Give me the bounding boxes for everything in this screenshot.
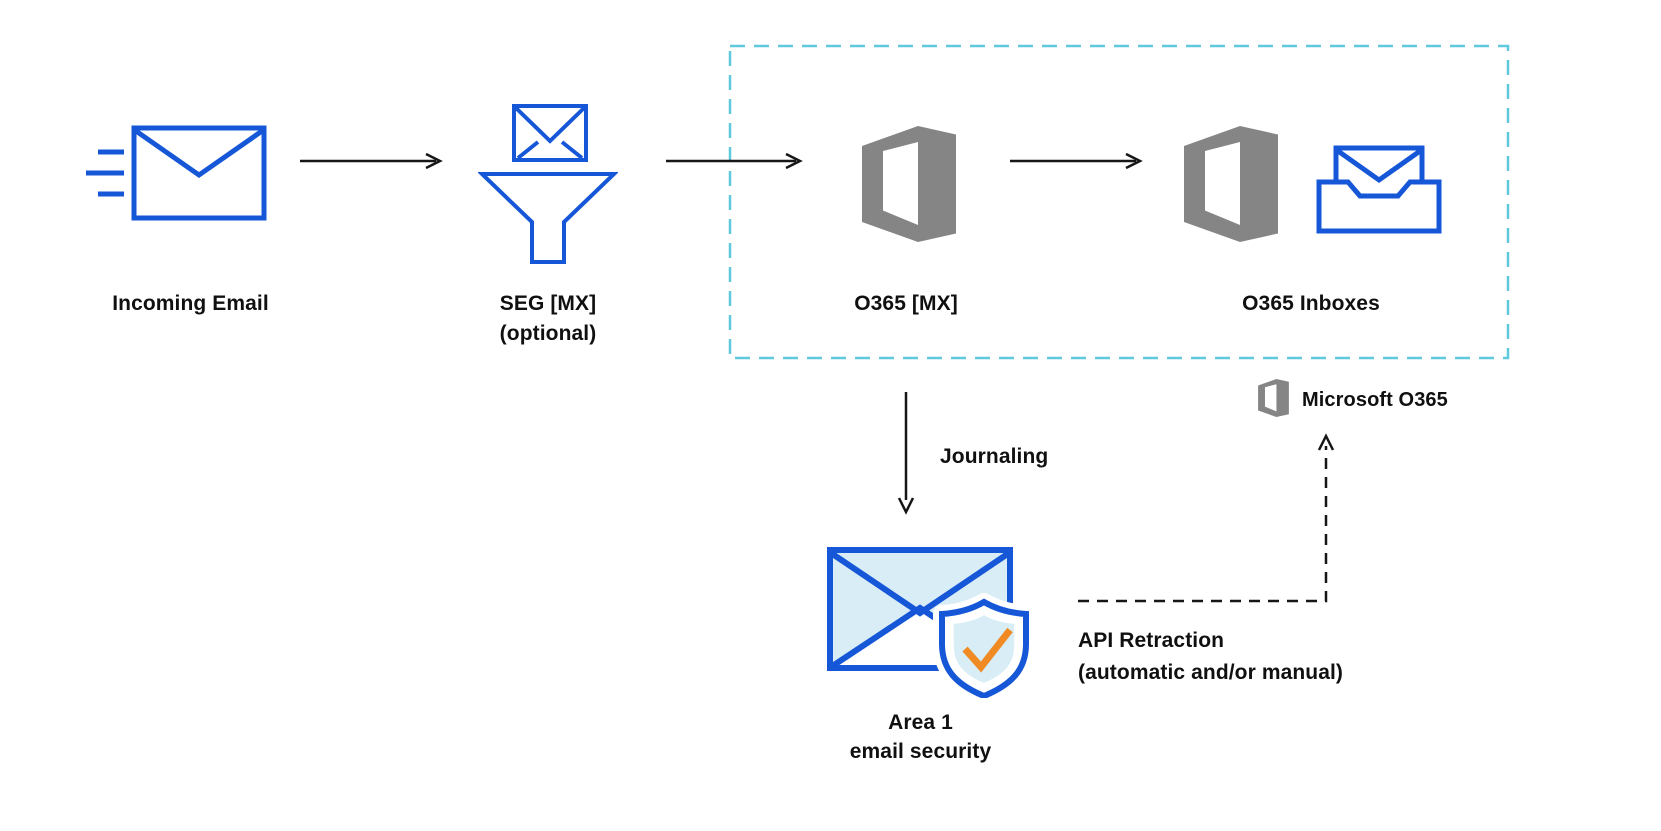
seg-filter-icon (478, 104, 618, 264)
o365-mx-label: O365 [MX] (854, 292, 958, 315)
office-logo-shape (862, 126, 956, 242)
office-logo-shape (1184, 126, 1278, 242)
api-retraction-label-block: API Retraction (automatic and/or manual) (1078, 625, 1343, 689)
arrow-journaling (897, 392, 915, 515)
area1-sublabel: email security (849, 740, 992, 763)
journaling-label: Journaling (940, 445, 1049, 468)
office-logo-icon (1184, 126, 1278, 242)
area1-label-block: Area 1 email security (818, 708, 1023, 766)
area1-shield-envelope-icon (827, 547, 1035, 698)
shield-inner (953, 615, 1015, 683)
area1-label: Area 1 (888, 711, 953, 734)
arrow-api-retraction (1078, 433, 1335, 603)
api-retraction-label: API Retraction (1078, 629, 1225, 652)
funnel-icon (478, 172, 618, 264)
legend-label: Microsoft O365 (1302, 389, 1448, 411)
inbox-tray-icon (1316, 145, 1442, 234)
o365-inboxes-label: O365 Inboxes (1242, 292, 1380, 315)
shield-icon (933, 593, 1035, 698)
speed-lines-icon (86, 149, 124, 197)
seg-label-block: SEG [MX] (optional) (458, 289, 638, 349)
seg-label: SEG [MX] (499, 292, 597, 315)
envelope-icon (131, 125, 267, 221)
arrow-seg-to-o365 (666, 152, 803, 170)
seg-sublabel: (optional) (499, 322, 597, 345)
o365-boundary-box (728, 44, 1510, 360)
incoming-email-label: Incoming Email (112, 292, 269, 315)
office-logo-icon (862, 126, 956, 242)
office-logo-shape (1258, 379, 1289, 417)
api-retraction-sublabel: (automatic and/or manual) (1078, 661, 1344, 684)
envelope-icon (512, 104, 588, 162)
legend-office-icon (1258, 379, 1289, 417)
incoming-email-icon (86, 125, 267, 221)
arrow-incoming-to-seg (300, 152, 443, 170)
tray-icon (1316, 179, 1442, 234)
checkmark-icon (962, 627, 1013, 673)
arrow-o365-to-inboxes (1010, 152, 1143, 170)
